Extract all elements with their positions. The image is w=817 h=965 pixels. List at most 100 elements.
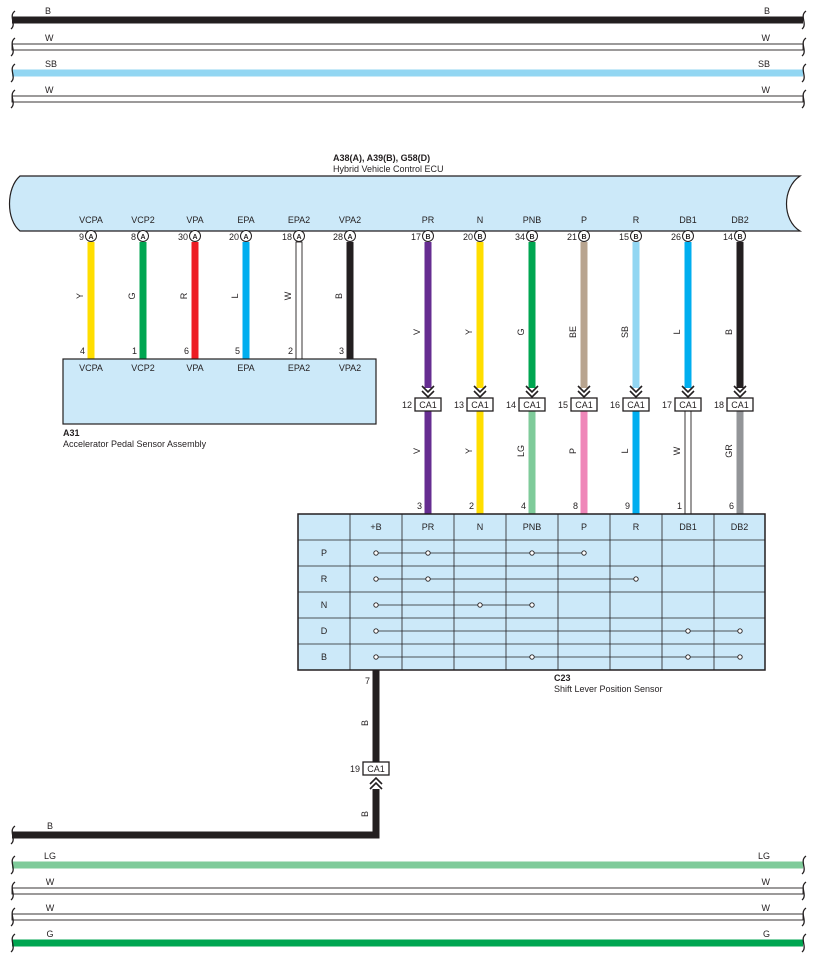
sensor-pin-number: 4 (521, 501, 526, 511)
ecu-connector-letter: B (477, 234, 482, 241)
ecu-pin-number: 34 (515, 232, 525, 242)
connector-circle-icon (240, 230, 252, 242)
wire-lower (684, 410, 692, 515)
ecu-signal-label: VPA (186, 215, 203, 225)
harness-code-right: W (762, 33, 771, 43)
ground-wire-upper (372, 670, 380, 762)
shift-sensor-name: Shift Lever Position Sensor (554, 684, 663, 694)
ecu-connector-letter: B (633, 234, 638, 241)
wire-epa (242, 242, 250, 359)
harness-code-left: W (46, 877, 55, 887)
switch-contact-dot (425, 550, 431, 556)
ca1-connector-box (466, 397, 494, 412)
switch-row-label: R (321, 574, 328, 584)
switch-column-header: PNB (523, 522, 542, 532)
switch-contact-dot (373, 550, 379, 556)
break-mark-icon (10, 37, 16, 57)
wire-upper (424, 242, 432, 388)
chevron-down-icon (577, 390, 591, 399)
pedal-pin-number: 4 (80, 346, 85, 356)
ecu-connector-letter: A (140, 234, 145, 241)
ecu-body (9, 175, 803, 232)
harness-wire-bottom-1 (12, 861, 803, 869)
chevron-down-icon (629, 390, 643, 399)
ecu-connector-letter: A (296, 234, 301, 241)
ecu-signal-label: PR (422, 215, 435, 225)
ca1-connector-box (570, 397, 598, 412)
ecu-pin-number: 9 (79, 232, 84, 242)
harness-wire-bottom-3 (11, 913, 804, 921)
chevron-down-icon (421, 385, 435, 394)
connector-circle-icon (578, 230, 590, 242)
ecu-signal-label: DB1 (679, 215, 697, 225)
pedal-pin-number: 5 (235, 346, 240, 356)
ca1-pin-number: 19 (350, 764, 360, 774)
chevron-down-icon (733, 385, 747, 394)
pedal-sensor-id: A31 (63, 428, 80, 438)
switch-contact-dot (581, 550, 587, 556)
ecu-signal-label: EPA2 (288, 215, 310, 225)
ecu-connector-letter: B (685, 234, 690, 241)
ecu-pin-number: 20 (463, 232, 473, 242)
switch-row-label: N (321, 600, 328, 610)
ecu-connector-letter: B (581, 234, 586, 241)
connector-circle-icon (85, 230, 97, 242)
break-mark-icon (801, 933, 807, 953)
ecu-connector-letter: A (243, 234, 248, 241)
wire-color-code: P (568, 448, 578, 454)
ca1-connector-box (674, 397, 702, 412)
wire-color-code: GR (724, 444, 734, 458)
switch-row-label: P (321, 548, 327, 558)
pedal-terminal-label: VPA (186, 363, 203, 373)
wire-upper (580, 242, 588, 388)
wire-lower (476, 411, 484, 514)
pedal-pin-number: 2 (288, 346, 293, 356)
wire-color-code: BE (568, 326, 578, 338)
pedal-pin-number: 6 (184, 346, 189, 356)
pedal-terminal-label: EPA2 (288, 363, 310, 373)
harness-code-left: B (47, 821, 53, 831)
pedal-sensor-body (62, 358, 377, 425)
ecu-pin-number: 21 (567, 232, 577, 242)
connector-circle-icon (137, 230, 149, 242)
ecu-connector-letter: B (529, 234, 534, 241)
ecu-signal-label: PNB (523, 215, 542, 225)
hybrid-vehicle-control-ecu: A38(A), A39(B), G58(D) Hybrid Vehicle Co… (9, 153, 803, 242)
ecu-signal-label: R (633, 215, 640, 225)
break-mark-icon (801, 10, 807, 30)
ecu-pin-number: 8 (131, 232, 136, 242)
wire-lower (424, 411, 432, 514)
chevron-down-icon (629, 385, 643, 394)
pedal-pin-number: 1 (132, 346, 137, 356)
wire-color-code: Y (464, 329, 474, 335)
chevron-up-icon (369, 776, 383, 785)
wire-color-code: B (334, 293, 344, 299)
chevron-down-icon (733, 390, 747, 399)
ecu-connectors: A38(A), A39(B), G58(D) (333, 153, 430, 163)
switch-row-label: D (321, 626, 328, 636)
harness-code-right: W (762, 85, 771, 95)
sensor-pin-number: 2 (469, 501, 474, 511)
ecu-pin-number: 30 (178, 232, 188, 242)
break-mark-icon (10, 63, 16, 83)
ca1-connector-label: CA1 (575, 400, 593, 410)
pedal-terminal-label: VCP2 (131, 363, 155, 373)
ecu-signal-label: P (581, 215, 587, 225)
ca1-pin-number: 17 (662, 400, 672, 410)
ecu-connector-letter: A (347, 234, 352, 241)
wire-color-code: R (179, 292, 189, 299)
break-mark-icon (10, 10, 16, 30)
ecu-pin-number: 14 (723, 232, 733, 242)
pedal-terminal-label: EPA (237, 363, 254, 373)
switch-contact-dot (685, 628, 691, 634)
ecu-signal-label: DB2 (731, 215, 749, 225)
wire-color-code: Y (464, 448, 474, 454)
wire-color-code: L (672, 329, 682, 334)
wire-color-code: W (283, 291, 293, 300)
